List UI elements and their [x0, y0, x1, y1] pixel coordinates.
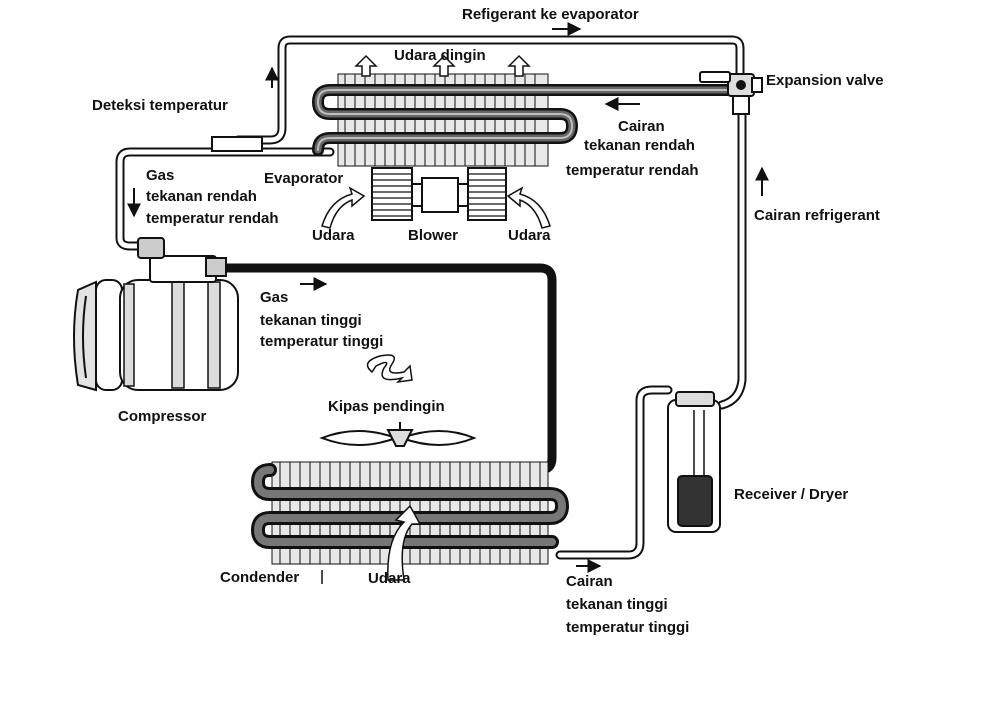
cooling-fan — [319, 422, 477, 447]
label-expansion-valve: Expansion valve — [766, 72, 884, 89]
label-low-gas-1: Gas — [146, 167, 174, 184]
labels: Refigerant ke evaporator Udara dingin Ex… — [92, 6, 884, 636]
label-compressor: Compressor — [118, 408, 207, 425]
label-cold-air: Udara dingin — [394, 47, 486, 64]
label-low-gas-3: temperatur rendah — [146, 210, 279, 227]
label-receiver-dryer: Receiver / Dryer — [734, 486, 848, 503]
label-high-gas-3: temperatur tinggi — [260, 333, 383, 350]
label-blower: Blower — [408, 227, 458, 244]
label-refrigerant-liquid: Cairan refrigerant — [754, 207, 880, 224]
expansion-valve — [699, 71, 763, 115]
cold-air-arrows — [354, 54, 531, 77]
label-high-gas-1: Gas — [260, 289, 288, 306]
blower-unit — [371, 167, 507, 221]
label-refrigerant-to-evaporator: Refigerant ke evaporator — [462, 6, 639, 23]
flow-arrows — [127, 22, 769, 573]
label-high-liquid-1: Cairan — [566, 573, 613, 590]
label-cooling-fan: Kipas pendingin — [328, 398, 445, 415]
label-high-liquid-3: temperatur tinggi — [566, 619, 689, 636]
label-temperature-detection: Deteksi temperatur — [92, 97, 228, 114]
label-air-right: Udara — [508, 227, 551, 244]
label-air-condenser: Udara — [368, 570, 411, 587]
refrigerant-pipes — [115, 35, 747, 560]
label-high-liquid-2: tekanan tinggi — [566, 596, 668, 613]
intake-air-arrows — [321, 186, 551, 229]
label-evaporator: Evaporator — [264, 170, 343, 187]
compressor — [73, 237, 239, 392]
receiver-dryer — [667, 391, 721, 533]
label-low-liquid-3: temperatur rendah — [566, 162, 699, 179]
label-low-gas-2: tekanan rendah — [146, 188, 257, 205]
label-high-gas-2: tekanan tinggi — [260, 312, 362, 329]
evaporator-coil — [311, 73, 746, 167]
label-low-liquid-1: Cairan — [618, 118, 665, 135]
label-low-liquid-2: tekanan rendah — [584, 137, 695, 154]
label-condenser: Condender — [220, 569, 299, 586]
heat-wave-arrow — [366, 354, 413, 384]
temperature-sensor — [211, 136, 263, 152]
condenser-air-arrow — [387, 504, 422, 581]
label-air-left: Udara — [312, 227, 355, 244]
